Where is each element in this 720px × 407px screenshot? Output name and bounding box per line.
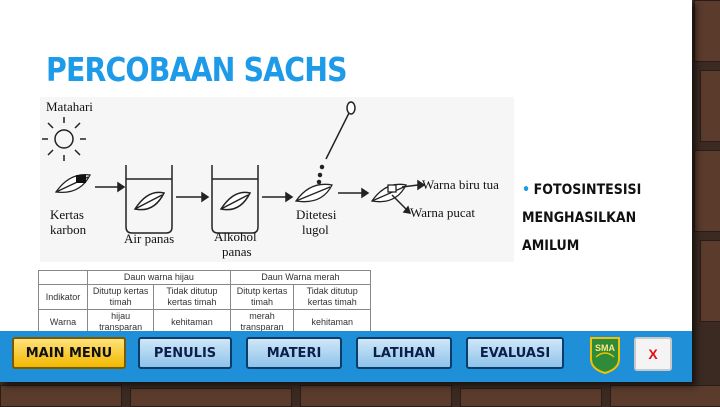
label-alcohol-line1: Alkohol	[214, 229, 257, 244]
table-cell: Ditutup kertas timah	[86, 284, 155, 310]
brick-wall	[700, 240, 720, 322]
label-hot-water: Air panas	[124, 231, 175, 246]
page-title: PERCOBAAN SACHS	[46, 50, 348, 89]
latihan-button[interactable]: LATIHAN	[356, 337, 452, 369]
nav-bar: MAIN MENU PENULIS MATERI LATIHAN EVALUAS…	[0, 331, 692, 382]
label-lugol: Ditetesi lugol	[296, 207, 336, 237]
close-button[interactable]: X	[634, 337, 672, 371]
table-cell: Indikator	[38, 284, 88, 310]
brick-wall	[700, 70, 720, 142]
leaf-icon	[294, 183, 333, 203]
label-alcohol-line2: panas	[222, 244, 252, 259]
brick-wall	[130, 388, 292, 407]
label-alcohol: Alkohol panas	[214, 229, 257, 259]
brick-wall	[610, 385, 720, 407]
table-row: Warna hijau transparan kehitaman merah t…	[38, 309, 371, 335]
label-sun: Matahari	[46, 99, 93, 114]
bullet-icon: •	[522, 182, 531, 198]
label-pale: Warna pucat	[410, 205, 475, 220]
table-cell: hijau transparan	[86, 309, 155, 335]
leaf-icon	[370, 183, 407, 203]
logo-text: SMA	[595, 343, 616, 353]
dropper-icon	[316, 101, 356, 185]
label-carbon-line1: Kertas	[50, 207, 84, 222]
slide: PERCOBAAN SACHS	[0, 0, 692, 382]
brick-wall	[300, 385, 452, 407]
table-cell	[38, 270, 88, 285]
beaker-icon	[211, 165, 259, 234]
carbon-paper-icon	[76, 175, 86, 183]
label-lugol-line2: lugol	[302, 222, 329, 237]
label-dark-blue: Warna biru tua	[422, 177, 499, 192]
table-cell: Tidak ditutup kertas timah	[153, 284, 231, 310]
school-logo-icon: SMA	[590, 337, 620, 375]
materi-button[interactable]: MATERI	[246, 337, 342, 369]
result-table: Daun warna hijau Daun Warna merah Indika…	[38, 270, 372, 335]
table-cell: Ditutp kertas timah	[229, 284, 295, 310]
diagram-illustration	[42, 101, 426, 234]
label-carbon-line2: karbon	[50, 222, 87, 237]
bullet-text: FOTOSINTESISI MENGHASILKAN AMILUM	[522, 182, 642, 254]
brick-wall	[460, 388, 602, 407]
table-row: Indikator Ditutup kertas timah Tidak dit…	[38, 284, 371, 310]
brick-wall	[694, 0, 720, 62]
brick-wall	[694, 150, 720, 232]
evaluasi-button[interactable]: EVALUASI	[466, 337, 564, 369]
main-menu-button[interactable]: MAIN MENU	[12, 337, 126, 369]
brick-wall	[0, 385, 122, 407]
sun-icon	[42, 117, 86, 161]
sachs-diagram: Matahari Kertas karbon Air panas Alkohol…	[40, 97, 514, 262]
table-header: Daun warna hijau	[87, 270, 231, 285]
table-cell: Warna	[38, 309, 88, 335]
penulis-button[interactable]: PENULIS	[138, 337, 232, 369]
bullet-point: •FOTOSINTESISI MENGHASILKAN AMILUM	[522, 176, 657, 260]
beaker-icon	[125, 165, 173, 234]
table-row: Daun warna hijau Daun Warna merah	[38, 270, 372, 285]
table-header: Daun Warna merah	[229, 270, 372, 285]
label-carbon: Kertas karbon	[50, 207, 86, 237]
label-lugol-line1: Ditetesi	[296, 207, 337, 222]
table-cell: Tidak ditutup kertas timah	[293, 284, 371, 310]
